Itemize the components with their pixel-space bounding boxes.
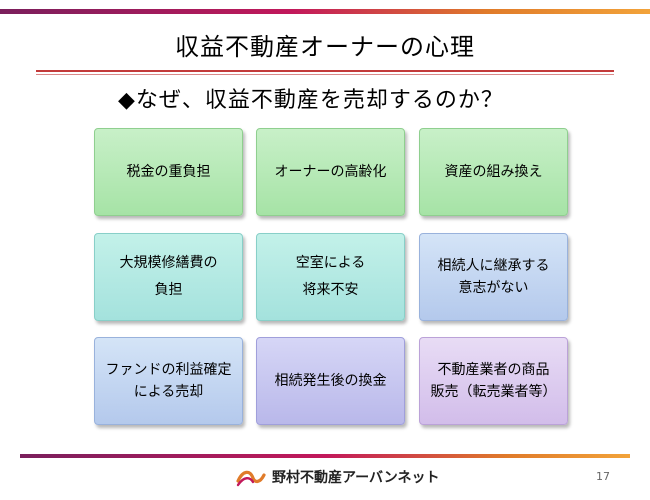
reason-box-label: ファンドの利益確定 による売却 (105, 362, 232, 400)
reason-box-label: 不動産業者の商品 販売（転売業者等） (430, 362, 557, 400)
company-name: 野村不動産アーバンネット (272, 470, 440, 486)
reason-box-label: 資産の組み換え (444, 163, 543, 180)
nomura-wave-logo-icon (236, 470, 266, 487)
title-underline-thin (36, 74, 614, 75)
slide-title: 収益不動産オーナーの心理 (175, 33, 475, 61)
reason-box-label: 大規模修繕費の 負担 (119, 255, 218, 298)
company-logo: 野村不動産アーバンネット (236, 465, 439, 489)
bottom-accent-band (20, 454, 630, 458)
reason-box-no-heir-intent: 相続人に継承する 意志がない (419, 233, 568, 321)
reason-box-label: 空室による 将来不安 (295, 255, 366, 298)
reason-box-vacancy-anxiety: 空室による 将来不安 (256, 233, 405, 321)
reason-box-fund-profit-taking: ファンドの利益確定 による売却 (94, 337, 243, 425)
reason-box-label: 税金の重負担 (126, 163, 211, 180)
slide-subtitle: ◆なぜ、収益不動産を売却するのか？ (118, 88, 504, 113)
reason-box-dealer-resale: 不動産業者の商品 販売（転売業者等） (419, 337, 568, 425)
reason-box-label: 相続発生後の換金 (274, 372, 387, 389)
reason-box-label: オーナーの高齢化 (274, 163, 387, 180)
reason-box-label: 相続人に継承する 意志がない (437, 258, 550, 296)
page-number: 17 (596, 470, 610, 483)
title-underline (36, 70, 614, 72)
reason-box-owner-aging: オーナーの高齢化 (256, 128, 405, 216)
top-accent-band (0, 9, 650, 14)
reason-box-tax-burden: 税金の重負担 (94, 128, 243, 216)
reason-box-asset-reshuffle: 資産の組み換え (419, 128, 568, 216)
reason-box-repair-cost: 大規模修繕費の 負担 (94, 233, 243, 321)
reason-box-post-inheritance-cash: 相続発生後の換金 (256, 337, 405, 425)
